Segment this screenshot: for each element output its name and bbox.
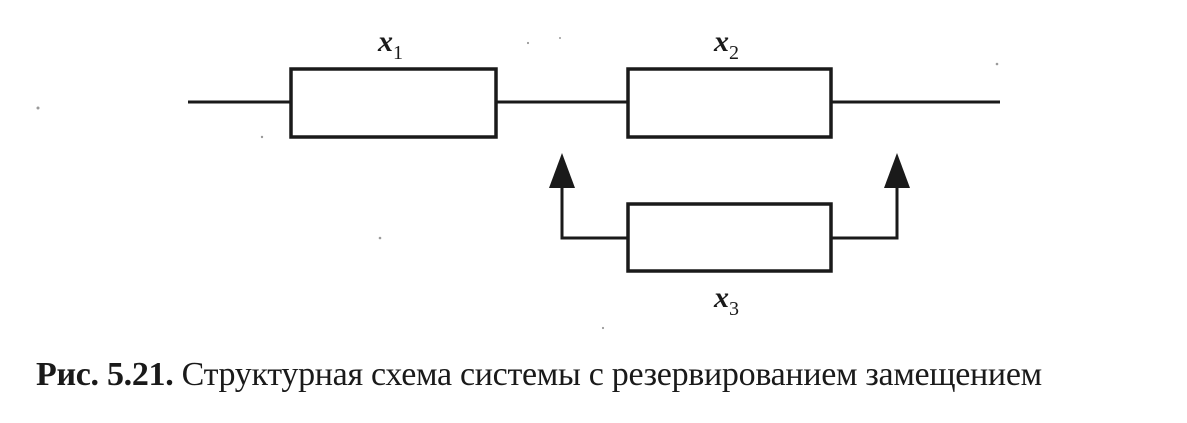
figure-number: Рис. 5.21. <box>36 356 174 393</box>
label-x3: x3 <box>713 281 739 320</box>
standby-connector-right <box>831 180 899 240</box>
label-x2: x2 <box>713 25 739 64</box>
label-x1: x1 <box>377 25 403 64</box>
scan-specks <box>36 37 999 330</box>
block-x2 <box>626 67 833 139</box>
figure-title: Структурная схема системы с резервирован… <box>181 356 1042 393</box>
figure-caption: Рис. 5.21. Структурная схема системы с р… <box>36 356 1042 394</box>
block-x3 <box>626 202 833 273</box>
arrowhead-left <box>549 153 575 188</box>
arrowhead-right <box>884 153 910 188</box>
standby-connector-left <box>560 180 628 240</box>
block-x1 <box>289 67 498 139</box>
